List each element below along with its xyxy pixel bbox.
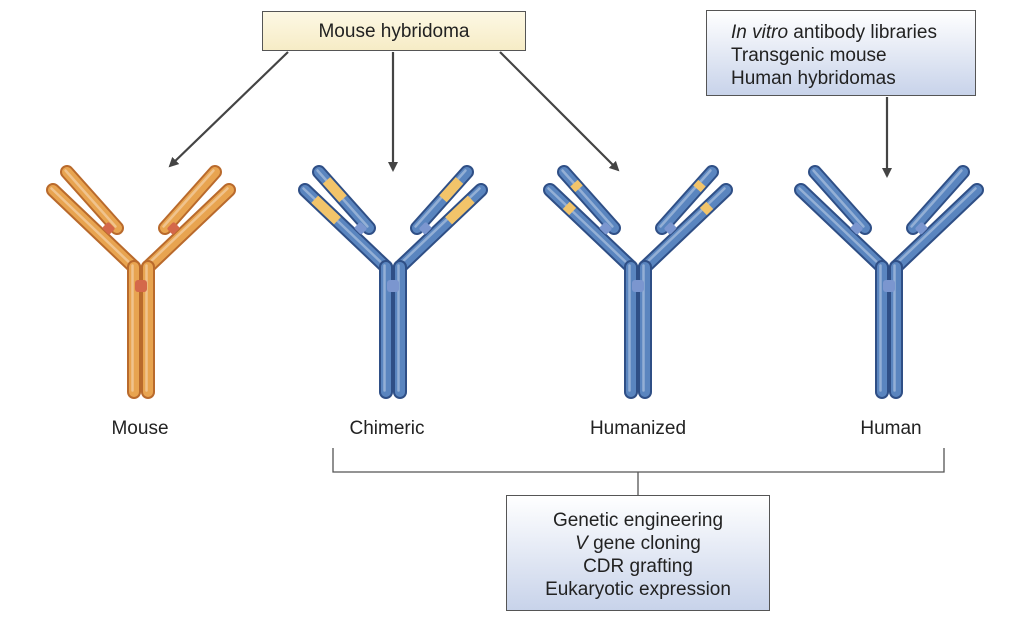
hinge-bond <box>883 280 895 292</box>
human-antibody <box>794 165 984 399</box>
arrow-to-mouse <box>168 51 289 168</box>
chimeric-label: Chimeric <box>349 418 425 439</box>
variable-region-heavy-left <box>311 195 341 225</box>
hinge-bond <box>387 280 399 292</box>
heavy-chain-arm-right-highlight <box>642 187 726 267</box>
library-line-3: Human hybridomas <box>731 68 896 89</box>
cdr-light-left <box>570 179 583 193</box>
heavy-chain-arm-left-highlight <box>798 187 882 267</box>
cdr-light-right <box>693 179 706 193</box>
light-heavy-bond-left <box>850 222 863 235</box>
v-italic: V <box>575 533 588 554</box>
variable-region-light-right <box>439 177 464 203</box>
heavy-chain-arm-left <box>545 185 636 272</box>
heavy-chain-arm-right <box>640 185 731 272</box>
engineering-line-4: Eukaryotic expression <box>545 579 731 600</box>
humanized-antibody <box>543 165 733 399</box>
light-chain-right-highlight <box>659 169 712 228</box>
antibody-library-box: In vitro antibody libraries Transgenic m… <box>706 10 976 96</box>
light-heavy-bond-left <box>599 222 612 235</box>
mouse-antibody <box>46 165 236 399</box>
variable-region-heavy-right <box>445 195 475 225</box>
light-heavy-bond-right <box>664 222 677 235</box>
heavy-chain-arm-right <box>143 185 234 272</box>
heavy-chain-arm-left <box>796 185 887 272</box>
library-line-2: Transgenic mouse <box>731 45 887 66</box>
light-chain-left-highlight <box>64 169 117 228</box>
engineering-line-2: V gene cloning <box>507 532 769 555</box>
mouse-hybridoma-box: Mouse hybridoma <box>262 11 526 51</box>
engineering-line-1: Genetic engineering <box>552 510 724 531</box>
light-chain-right <box>160 167 220 233</box>
heavy-chain-arm-left-highlight <box>50 187 134 267</box>
mouse-hybridoma-text: Mouse hybridoma <box>318 21 470 42</box>
light-chain-right-highlight <box>910 169 963 228</box>
light-heavy-bond-left <box>354 222 367 235</box>
library-line-1: In vitro antibody libraries <box>731 21 975 44</box>
variable-region-light-left <box>322 177 347 203</box>
cdr-heavy-left <box>562 201 577 216</box>
light-heavy-bond-right <box>915 222 928 235</box>
heavy-chain-arm-left <box>48 185 139 272</box>
light-heavy-bond-right <box>167 222 180 235</box>
heavy-chain-arm-left-highlight <box>547 187 631 267</box>
light-heavy-bond-left <box>102 222 115 235</box>
cdr-heavy-right <box>699 201 714 216</box>
library-line-1-rest: antibody libraries <box>788 22 937 43</box>
light-chain-right <box>908 167 968 233</box>
human-label: Human <box>860 418 922 439</box>
genetic-engineering-box: Genetic engineering V gene cloning CDR g… <box>506 495 770 611</box>
chimeric-antibody <box>298 165 488 399</box>
engineering-line-2-rest: gene cloning <box>587 533 701 554</box>
light-chain-left <box>559 167 619 233</box>
hinge-bond <box>632 280 644 292</box>
humanized-label: Humanized <box>589 418 687 439</box>
engineering-line-3: CDR grafting <box>583 556 693 577</box>
heavy-chain-arm-right-highlight <box>893 187 977 267</box>
in-vitro-italic: In vitro <box>731 22 789 43</box>
light-chain-left <box>62 167 122 233</box>
hinge-bond <box>135 280 147 292</box>
heavy-chain-arm-right-highlight <box>145 187 229 267</box>
grouping-bracket <box>332 448 945 473</box>
light-chain-left <box>810 167 870 233</box>
light-chain-right <box>657 167 717 233</box>
light-chain-left-highlight <box>561 169 614 228</box>
mouse-label: Mouse <box>111 418 169 439</box>
arrow-to-humanized <box>499 51 620 172</box>
heavy-chain-arm-right <box>891 185 982 272</box>
light-heavy-bond-right <box>419 222 432 235</box>
light-chain-right-highlight <box>162 169 215 228</box>
light-chain-left-highlight <box>812 169 865 228</box>
